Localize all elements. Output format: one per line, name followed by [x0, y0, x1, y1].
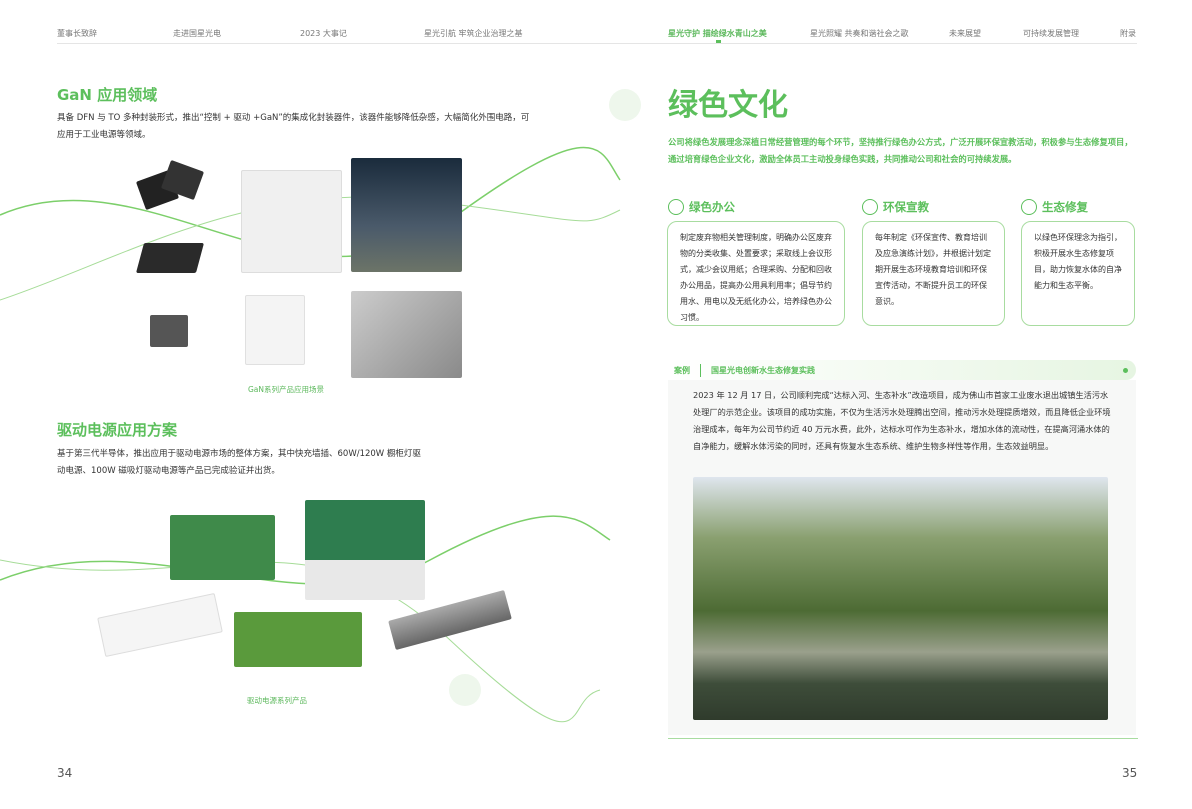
wall-socket-image [241, 170, 342, 273]
gan-chip-image [135, 243, 205, 273]
gan-body: 具备 DFN 与 TO 多种封装形式，推出“控制 + 驱动 +GaN”的集成化封… [57, 113, 530, 140]
page-number-right: 35 [1122, 766, 1138, 780]
river-restoration-photo [693, 477, 1108, 720]
leaf-icon [1021, 199, 1037, 215]
card-eco-restoration: 以绿色环保理念为指引，积极开展水生态修复项目，助力恢复水体的自净能力和生态平衡。 [1021, 221, 1135, 326]
laptop-charger-image [351, 291, 462, 378]
green-culture-title: 绿色文化 [668, 88, 788, 123]
nav-item-chairman[interactable]: 董事长致辞 [57, 29, 97, 38]
nav-item-sustainability[interactable]: 可持续发展管理 [1023, 29, 1079, 38]
card-green-office: 制定废弃物相关管理制度，明确办公区废弃物的分类收集、处置要求；采取线上会议形式，… [667, 221, 845, 326]
circuit-board-image [234, 612, 362, 667]
gan-caption: GaN系列产品应用场景 [248, 385, 325, 394]
card-title: 环保宣教 [883, 200, 929, 214]
leaf-icon [862, 199, 878, 215]
card-header-env-education: 环保宣教 [862, 199, 929, 215]
case-title: 国星光电创新水生态修复实践 [711, 365, 815, 375]
card-env-education: 每年制定《环保宣传、教育培训及应急演练计划》，并根据计划定期开展生态环境教育培训… [862, 221, 1005, 326]
charger-image [245, 295, 305, 365]
case-label: 案例 [674, 365, 690, 375]
drive-title: 驱动电源应用方案 [57, 421, 178, 439]
circuit-board-image [305, 500, 425, 600]
page-number-left: 34 [57, 766, 73, 780]
nav-item-governance[interactable]: 星光引航 牢筑企业治理之基 [424, 29, 523, 38]
card-title: 生态修复 [1042, 200, 1088, 214]
drive-body: 基于第三代半导体，推出应用于驱动电源市场的整体方案，其中快充墙插、60W/120… [57, 449, 421, 476]
active-indicator [716, 40, 721, 44]
card-header-green-office: 绿色办公 [668, 199, 735, 215]
nav-item-events[interactable]: 2023 大事记 [300, 29, 347, 38]
dot-icon [1123, 367, 1128, 373]
nav-item-appendix[interactable]: 附录 [1120, 29, 1136, 38]
nav-item-outlook[interactable]: 未来展望 [949, 29, 981, 38]
nav-item-about[interactable]: 走进国星光电 [173, 29, 221, 38]
bottom-rule [668, 738, 1138, 739]
circuit-board-image [170, 515, 275, 580]
case-divider [700, 363, 701, 377]
card-header-eco-restoration: 生态修复 [1021, 199, 1088, 215]
gan-title: GaN 应用领域 [57, 86, 158, 104]
case-header: 案例 国星光电创新水生态修复实践 [668, 360, 1136, 380]
nav-divider [57, 43, 1137, 44]
nav-item-society[interactable]: 星光照耀 共奏和谐社会之歌 [810, 29, 909, 38]
case-body: 2023 年 12 月 17 日，公司顺利完成“达标入河、生态补水”改造项目，成… [693, 390, 1111, 451]
gan-chip-image [150, 315, 188, 347]
leaf-icon [668, 199, 684, 215]
nav-item-environment[interactable]: 星光守护 描绘绿水青山之美 [668, 29, 767, 38]
drive-caption: 驱动电源系列产品 [247, 696, 307, 705]
street-light-image [351, 158, 462, 272]
green-culture-intro: 公司将绿色发展理念深植日常经营管理的每个环节，坚持推行绿色办公方式，广泛开展环保… [668, 137, 1133, 164]
card-title: 绿色办公 [689, 200, 735, 214]
